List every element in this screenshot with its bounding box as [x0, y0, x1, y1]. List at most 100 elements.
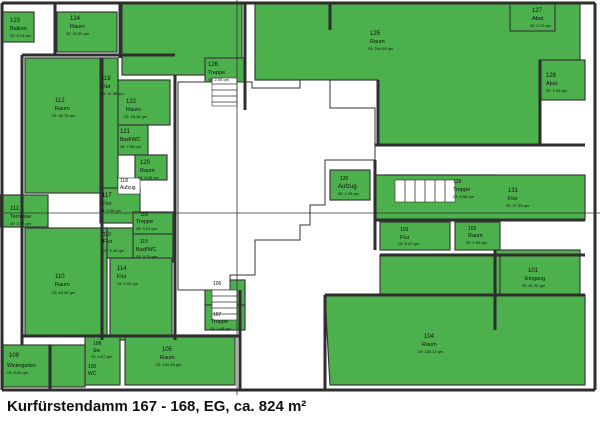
- label-117-name: Flur: [102, 201, 112, 207]
- label-128-name: Abst.: [546, 81, 559, 87]
- label-122-area: Gf: 18.18 qm: [124, 114, 148, 119]
- label-112-name: Raum: [55, 106, 70, 112]
- label-130-area: Gf: 2.39 qm: [338, 191, 360, 196]
- label-118-id: 118: [120, 178, 128, 184]
- label-114-name: Flur: [117, 274, 127, 280]
- label-102-area: Gf: 1.90 qm: [466, 240, 488, 245]
- room-108: [84, 334, 121, 386]
- label-130-name: Aufzug: [338, 184, 357, 190]
- label-124-area: Gf: 23.30 qm: [66, 31, 90, 36]
- room-124: [56, 11, 118, 53]
- label-127-area: Gf: 0.70 qm: [530, 23, 552, 28]
- label-130-id: 130: [340, 176, 349, 182]
- label-131-area: Gf: 27.33 qm: [506, 203, 530, 208]
- label-121-area: Gf: 7.05 qm: [120, 144, 142, 149]
- label-101-area: Gf: 61.22 qm: [522, 283, 546, 288]
- label-124-id: 124: [70, 16, 81, 22]
- label-112-id: 112: [55, 98, 65, 104]
- label-110-id: 110: [55, 274, 65, 280]
- label-103-name: Flur: [400, 235, 410, 241]
- label-111-area: Gf: 3.77 qm: [10, 221, 32, 226]
- label-131-id: 131: [508, 188, 519, 194]
- label-114-area: Gf: 2.92 qm: [117, 281, 139, 286]
- room-127: [509, 2, 556, 32]
- label-125-area: Gf: 299.54 qm: [368, 46, 394, 51]
- label-123-area: Gf: 5.13 qm: [10, 33, 32, 38]
- label-121-id: 121: [120, 129, 131, 135]
- label-129-id: 129: [453, 179, 462, 185]
- label-107-name: Treppe: [211, 319, 228, 325]
- label-116-name: Treppe: [136, 219, 153, 225]
- label-110-name: Raum: [55, 282, 70, 288]
- label-105-name: Raum: [160, 355, 175, 361]
- label-110-flur-name: Flur: [103, 239, 113, 245]
- label-107-area: Gf: 1.60 qm: [210, 326, 232, 331]
- label-119-name: Flur: [101, 84, 111, 90]
- room-111: [0, 194, 49, 228]
- label-124-name: Raum: [70, 24, 85, 30]
- label-100-id: 100: [88, 364, 97, 370]
- room-130: [329, 169, 371, 201]
- label-110-flur-id: 110: [103, 232, 111, 238]
- label-112-area: Gf: 46.75 qm: [52, 113, 76, 118]
- label-116-area: Gf: 3.12 qm: [136, 226, 158, 231]
- label-102-name: Raum: [468, 233, 483, 239]
- room-labels: 123 Balkon Gf: 5.13 qm 124 Raum Gf: 23.3…: [7, 8, 568, 377]
- label-111-name: Terrasse: [10, 214, 31, 220]
- label-101-id: 101: [528, 268, 539, 274]
- label-127-id: 127: [532, 8, 543, 14]
- label-107-id: 107: [213, 312, 222, 318]
- plan-caption: Kurfürstendamm 167 - 168, EG, ca. 824 m²: [7, 398, 307, 415]
- label-105-area: Gf: 101.45 qm: [156, 362, 182, 367]
- label-128-id: 128: [546, 73, 557, 79]
- room-102: [454, 221, 501, 251]
- label-115-id: 115: [140, 239, 148, 245]
- label-119-id: 119: [101, 76, 111, 82]
- label-126-id: 126: [208, 62, 219, 68]
- room-100: [49, 344, 86, 388]
- label-106-id: 106: [213, 281, 222, 287]
- label-101-name: Eingang: [525, 276, 545, 282]
- label-109-name: Wintergarten: [7, 363, 36, 369]
- room-128: [539, 59, 586, 101]
- label-110-flur-area: Gf: 5.40 qm: [103, 248, 125, 253]
- label-100-name: WC: [88, 371, 97, 377]
- label-123-name: Balkon: [10, 26, 27, 32]
- label-127-name: Abst.: [532, 16, 545, 22]
- label-115-area: Gf: 3.70 qm: [136, 254, 158, 259]
- label-121-name: Bad/WC: [120, 137, 141, 143]
- label-104-area: Gf: 136.22 qm: [418, 349, 444, 354]
- label-108-id: 108: [93, 341, 102, 347]
- label-120-name: Raum: [140, 168, 155, 174]
- label-123-id: 123: [10, 18, 21, 24]
- courtyard: [177, 79, 376, 291]
- label-114-id: 114: [117, 266, 127, 272]
- label-103-id: 103: [400, 227, 409, 233]
- room-shapes: [0, 2, 586, 388]
- label-126-name: Treppe: [208, 70, 225, 76]
- label-117-id: 117: [102, 193, 112, 199]
- stairs: [117, 77, 456, 321]
- label-111-id: 111: [10, 206, 20, 212]
- label-108-name: Sw: [93, 348, 100, 354]
- room-122: [117, 79, 171, 126]
- label-120-id: 120: [140, 160, 151, 166]
- label-128-area: Gf: 1.39 qm: [546, 88, 568, 93]
- label-109-area: Gf: 6.04 qm: [7, 370, 29, 375]
- label-117-area: Gf: 5.60 qm: [100, 208, 122, 213]
- room-120: [134, 154, 168, 181]
- label-122-id: 122: [126, 99, 137, 105]
- label-104-id: 104: [424, 334, 435, 340]
- label-131-name: Flur: [508, 196, 518, 202]
- label-103-area: Gf: 6.47 qm: [398, 241, 420, 246]
- label-105-id: 105: [162, 347, 173, 353]
- label-129-area: Gf: 5.58 qm: [453, 194, 475, 199]
- label-116-id: 116: [140, 212, 148, 218]
- label-104-name: Raum: [422, 342, 437, 348]
- room-104: [324, 294, 586, 386]
- label-110-area: Gf: 63.39 qm: [52, 290, 76, 295]
- label-129-name: Treppe: [453, 187, 470, 193]
- room-112: [24, 57, 103, 194]
- label-108-area: Gf: 4.07 qm: [91, 354, 113, 359]
- room-103: [379, 221, 451, 251]
